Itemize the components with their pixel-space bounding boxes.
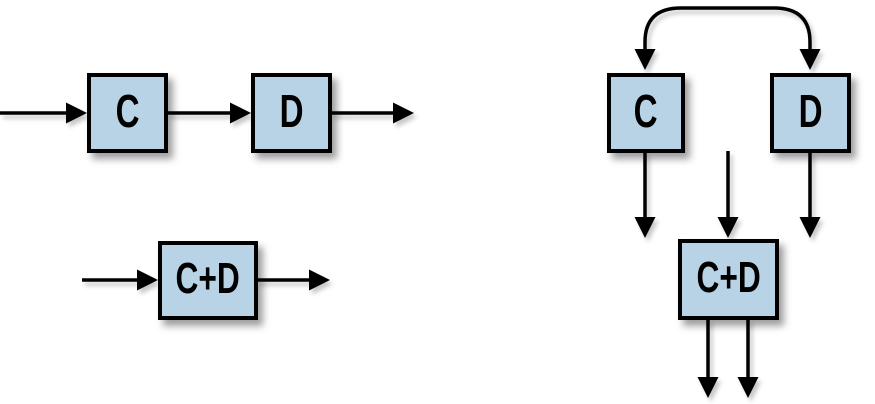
parallel-box-d-label: D [798, 85, 823, 137]
seq-c-to-d-arrow [167, 102, 251, 124]
parallel-middle-input-arrow [717, 151, 739, 238]
parallel-d-output-arrow [799, 152, 821, 238]
seq-input-arrow [0, 102, 87, 124]
fused-input-arrow [82, 269, 158, 291]
fused-right-output-arrow-2 [737, 319, 759, 398]
fused-box-cd-label: C+D [175, 253, 241, 303]
seq-box-c-label: C [115, 85, 140, 137]
seq-box-d: D [251, 73, 332, 153]
parallel-box-c: C [607, 73, 685, 153]
parallel-box-c-label: C [634, 85, 658, 137]
parallel-box-d: D [770, 73, 851, 153]
seq-output-arrow [331, 102, 414, 124]
fused-output-arrow [257, 269, 330, 291]
seq-box-d-label: D [279, 85, 304, 137]
parallel-box-cd-label: C+D [696, 252, 761, 302]
fused-right-output-arrow-1 [697, 319, 719, 398]
fused-box-cd: C+D [158, 241, 258, 320]
parallel-c-output-arrow [634, 152, 656, 238]
seq-box-c: C [87, 73, 168, 153]
parallel-box-cd: C+D [678, 239, 779, 320]
fanout-arc-arrow [634, 6, 821, 70]
